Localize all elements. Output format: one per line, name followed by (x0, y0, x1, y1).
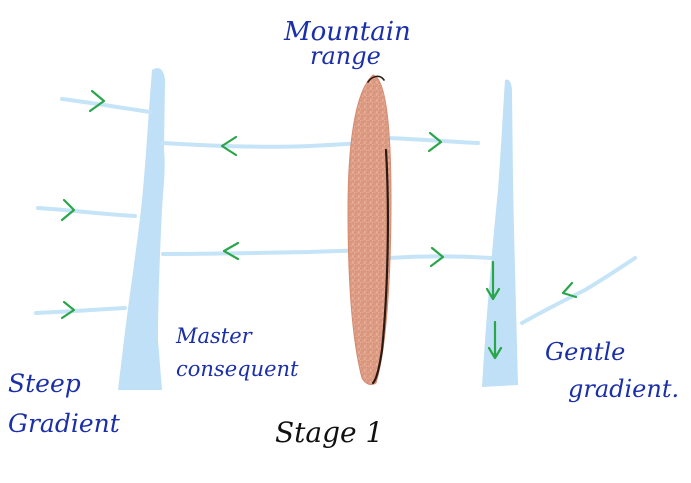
flow-arrow-icon (220, 135, 238, 157)
master-consequent-label-line1: Master (175, 324, 254, 348)
master-consequent-stream (118, 68, 165, 390)
flow-arrow-icon (561, 281, 578, 299)
flow-arrow-icon (485, 260, 501, 301)
master-consequent-label-line2: consequent (176, 357, 299, 381)
right-stream (482, 79, 518, 388)
left-tributary-1 (60, 97, 152, 114)
flow-arrow-icon (60, 198, 76, 222)
flow-arrow-icon (487, 320, 503, 360)
mountain-to-right-river-1 (384, 136, 480, 145)
mountain-range-label-line2: range (310, 42, 381, 70)
mountain-to-master-river-1 (161, 141, 362, 149)
mountain-to-right-river-2 (386, 254, 494, 260)
flow-arrow-icon (222, 241, 240, 261)
left-tributary-3 (34, 306, 127, 315)
steep-gradient-label-line2: Gradient (8, 409, 121, 438)
right-tributary (520, 256, 637, 325)
left-tributary-2 (36, 206, 137, 218)
mountain-to-master-river-2 (161, 248, 360, 256)
flow-arrow-icon (429, 246, 445, 268)
mountain-range (347, 74, 392, 386)
stage-label: Stage 1 (275, 416, 383, 449)
mountain-range-label-line1: Mountain (283, 17, 411, 47)
flow-arrow-icon (427, 131, 443, 153)
flow-arrow-icon (60, 300, 76, 320)
flow-arrow-icon (88, 89, 106, 113)
mountain-top-mark (367, 75, 385, 83)
steep-gradient-label-line1: Steep (8, 369, 81, 398)
mountain-edge-shadow (371, 148, 390, 385)
gentle-gradient-label-line1: Gentle (545, 338, 625, 366)
gentle-gradient-label-line2: gradient. (568, 375, 679, 403)
